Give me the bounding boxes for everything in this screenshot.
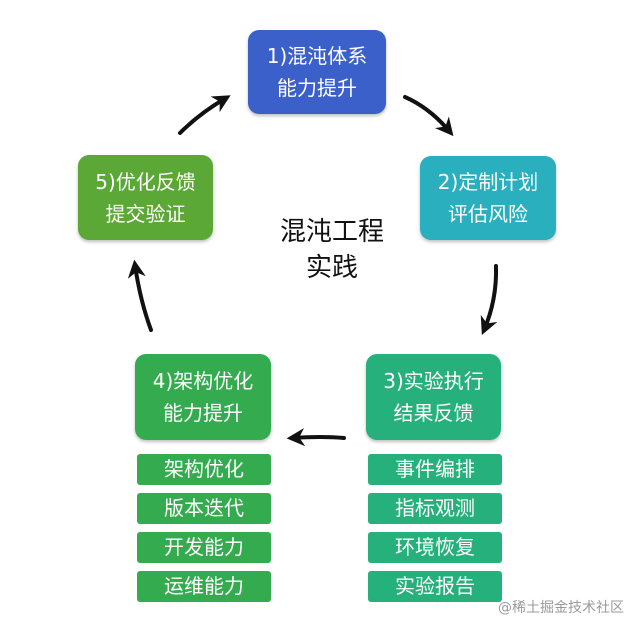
stage-4-line-2: 能力提升 bbox=[163, 401, 243, 425]
right-item-metrics: 指标观测 bbox=[368, 493, 502, 524]
right-item-recovery: 环境恢复 bbox=[368, 532, 502, 563]
stage-2-line-1: 2)定制计划 bbox=[437, 170, 539, 194]
arrow-2-to-3-icon bbox=[480, 264, 499, 335]
arrow-3-to-4-icon bbox=[286, 428, 346, 447]
arrow-1-to-2-icon bbox=[403, 95, 454, 137]
center-title-line-1: 混沌工程 bbox=[279, 217, 384, 247]
stage-5-line-2: 提交验证 bbox=[105, 201, 186, 226]
stage-2-line-2: 评估风险 bbox=[448, 202, 528, 226]
arrow-5-to-1-icon bbox=[178, 95, 231, 135]
stage-4-line-1: 4)架构优化 bbox=[152, 369, 254, 393]
right-item-report: 实验报告 bbox=[368, 571, 502, 602]
stage-4-box: 4)架构优化 能力提升 bbox=[135, 354, 271, 440]
stage-3-box: 3)实验执行 结果反馈 bbox=[366, 354, 501, 440]
center-title-line-2: 实践 bbox=[305, 253, 358, 283]
right-item-orchestration: 事件编排 bbox=[368, 454, 502, 485]
watermark: @稀土掘金技术社区 bbox=[498, 600, 624, 616]
stage-1-line-2: 能力提升 bbox=[277, 76, 357, 100]
center-title: 混沌工程 实践 bbox=[268, 214, 396, 286]
left-item-dev: 开发能力 bbox=[137, 532, 271, 563]
stage-2-box: 2)定制计划 评估风险 bbox=[420, 156, 556, 240]
arrow-4-to-5-icon bbox=[127, 259, 153, 332]
stage-5-line-1: 5)优化反馈 bbox=[95, 169, 196, 194]
stage-3-line-1: 3)实验执行 bbox=[383, 369, 484, 393]
stage-5-box: 5)优化反馈 提交验证 bbox=[78, 155, 213, 240]
left-item-version: 版本迭代 bbox=[137, 493, 271, 524]
left-item-architecture: 架构优化 bbox=[137, 454, 271, 485]
stage-1-box: 1)混沌体系 能力提升 bbox=[248, 30, 386, 114]
stage-3-line-2: 结果反馈 bbox=[393, 401, 474, 425]
stage-1-line-1: 1)混沌体系 bbox=[266, 44, 368, 68]
left-item-ops: 运维能力 bbox=[137, 571, 271, 602]
